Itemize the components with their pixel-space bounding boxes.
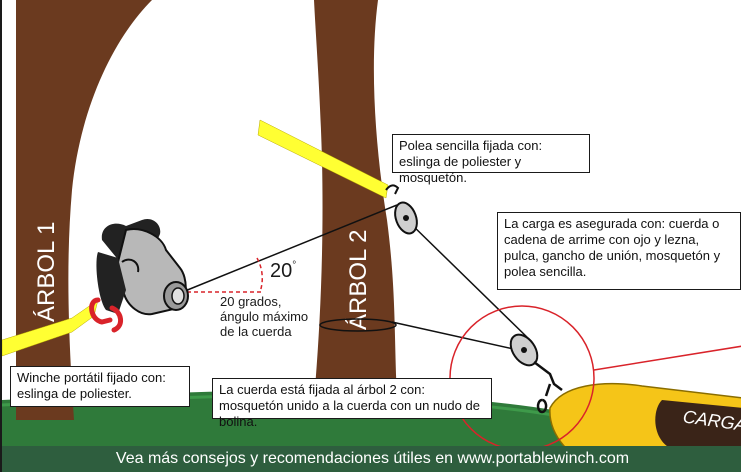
tree2-trunk xyxy=(314,0,397,400)
load-dark-end xyxy=(655,400,741,455)
angle-desc-line3: de la cuerda xyxy=(220,324,292,339)
rope-loop-tree2 xyxy=(319,318,397,332)
angle-value: 20° xyxy=(270,260,296,282)
angle-arc xyxy=(256,257,264,293)
winch-shackle xyxy=(89,297,123,333)
callout-rope: La cuerda está fijada al árbol 2 con: mo… xyxy=(212,378,492,429)
angle-desc-line1: 20 grados, xyxy=(220,294,281,309)
zoom-pointer xyxy=(593,345,741,371)
tree1-trunk xyxy=(16,0,152,420)
pulley-hook xyxy=(385,184,400,195)
tree2-label: ÁRBOL 2 xyxy=(345,230,372,331)
rope-anchor-to-load xyxy=(391,321,519,351)
callout-load: La carga es asegurada con: cuerda o cade… xyxy=(497,212,741,290)
rope-pulley-to-load xyxy=(406,219,533,343)
callout-pulley: Polea sencilla fijada con: eslinga de po… xyxy=(392,134,590,185)
tree1-label: ÁRBOL 1 xyxy=(33,222,60,323)
tree2-sling xyxy=(257,119,389,199)
portable-winch xyxy=(96,218,189,316)
rope-winch-to-pulley xyxy=(179,204,398,294)
footer-banner: Vea más consejos y recomendaciones útile… xyxy=(2,446,741,472)
load-hook-chain xyxy=(533,361,563,414)
angle-desc-line2: ángulo máximo xyxy=(220,309,308,324)
callout-winch: Winche portátil fijado con: eslinga de p… xyxy=(10,366,190,407)
